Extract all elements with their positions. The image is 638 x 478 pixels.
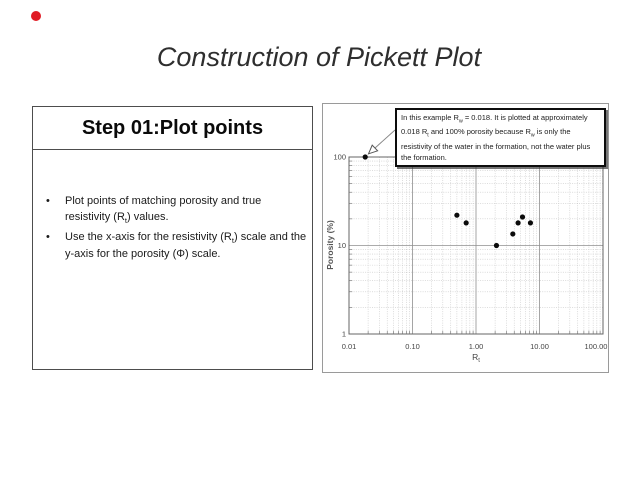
bullet-glyph: • xyxy=(46,230,50,243)
annotation-box: In this example Rw = 0.018. It is plotte… xyxy=(395,108,606,168)
slide-title: Construction of Pickett Plot xyxy=(156,42,482,72)
x-tick-label: 0.01 xyxy=(342,342,357,351)
bullet-text: Use the x-axis for the resistivity (Rt) … xyxy=(65,230,307,260)
data-point xyxy=(463,220,469,226)
step-panel-header: Step 01:Plot points xyxy=(33,107,312,150)
data-point xyxy=(510,231,516,237)
bullet-text: Plot points of matching porosity and tru… xyxy=(65,195,262,225)
annotation-arrow-head xyxy=(367,144,379,155)
x-tick-label: 1.00 xyxy=(469,342,484,351)
step-bullet-list: • Plot points of matching porosity and tr… xyxy=(33,194,312,262)
step-panel-title: Step 01:Plot points xyxy=(81,117,264,139)
data-point xyxy=(454,212,460,218)
bullet-glyph: • xyxy=(46,195,50,207)
x-axis-title: Rt xyxy=(472,352,480,364)
data-point xyxy=(493,242,500,249)
annotation-arrow-line xyxy=(374,129,396,149)
data-point xyxy=(519,214,526,220)
data-point xyxy=(527,220,534,226)
bullet-item-2: • Use the x-axis for the resistivity (Rt)… xyxy=(33,230,308,263)
step-panel: Step 01:Plot points • Plot points of matc… xyxy=(32,106,313,370)
x-tick-label: 100.00 xyxy=(585,342,608,351)
y-axis-title: Porosity (%) xyxy=(325,220,335,270)
x-tick-label: 10.00 xyxy=(530,342,549,351)
data-point xyxy=(515,220,521,226)
y-tick-label: 1 xyxy=(342,330,346,339)
red-dot xyxy=(31,11,41,21)
bullet-item-1: • Plot points of matching porosity and tr… xyxy=(33,194,308,227)
x-tick-label: 0.10 xyxy=(405,342,420,351)
y-tick-label: 100 xyxy=(333,153,346,162)
data-point xyxy=(362,154,368,160)
y-tick-label: 10 xyxy=(338,241,346,250)
